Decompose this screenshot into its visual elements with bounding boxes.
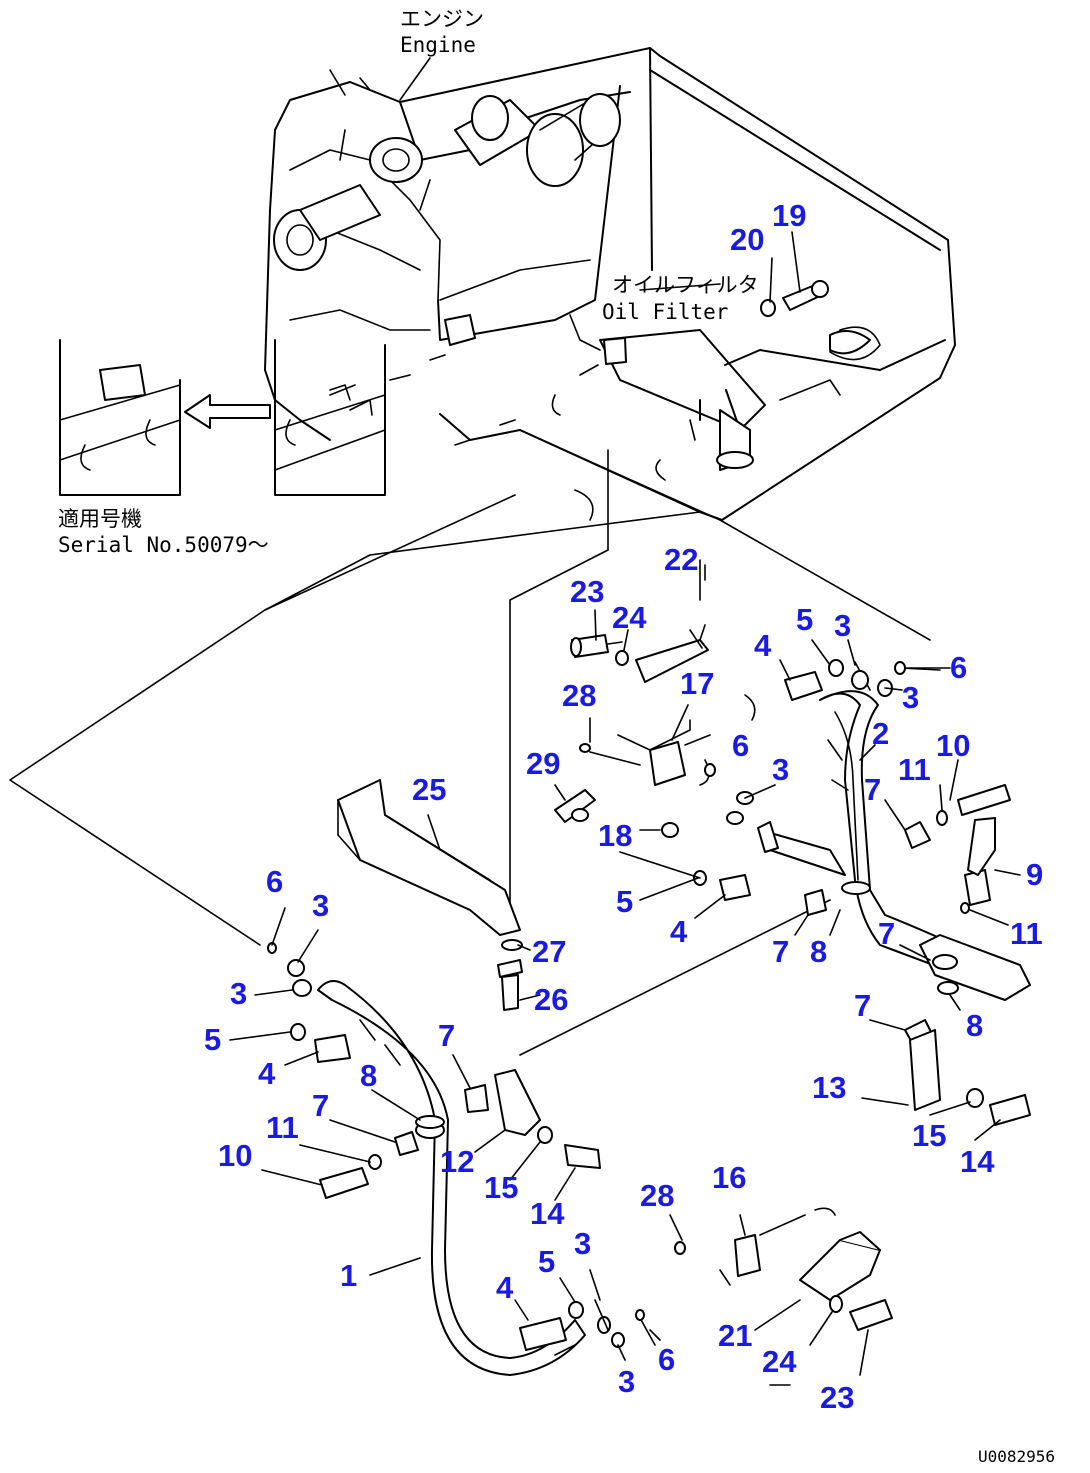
callout-4: 4 [670, 914, 688, 949]
callout-3: 3 [834, 608, 851, 643]
engine-label-jp: エンジン [400, 7, 484, 31]
callout-3: 3 [772, 752, 789, 787]
callout-7: 7 [438, 1018, 455, 1053]
callout-11: 11 [898, 752, 931, 787]
callout-23: 23 [570, 574, 604, 609]
engine-frame-drawing [264, 47, 956, 521]
callout-14: 14 [530, 1196, 565, 1231]
callout-25: 25 [412, 772, 446, 807]
callout-11: 11 [1010, 916, 1043, 951]
callout-4: 4 [258, 1056, 276, 1091]
bracket-16 [674, 1207, 893, 1386]
callout-7: 7 [854, 988, 871, 1023]
callout-20: 20 [730, 222, 764, 257]
callout-23: 23 [820, 1380, 854, 1415]
callout-numbers: 19 20 22 23 24 17 28 29 18 25 4 5 3 3 6 … [204, 198, 1043, 1415]
callout-17: 17 [680, 666, 714, 701]
text-labels: エンジン Engine オイルフィルタ Oil Filter 適用号機 Seri… [58, 7, 1055, 1466]
callout-1: 1 [340, 1258, 357, 1293]
callout-5: 5 [538, 1244, 555, 1279]
callout-28: 28 [562, 678, 596, 713]
callout-6: 6 [950, 650, 967, 685]
oil-filter-label-jp: オイルフィルタ [612, 273, 759, 297]
serial-inset [59, 339, 386, 496]
callout-24: 24 [612, 600, 647, 635]
callout-10: 10 [936, 728, 970, 763]
callout-15: 15 [912, 1118, 946, 1153]
reference-lines [9, 429, 931, 1056]
callout-5: 5 [204, 1022, 221, 1057]
callout-14: 14 [960, 1144, 995, 1179]
callout-13: 13 [812, 1070, 846, 1105]
callout-7: 7 [878, 916, 895, 951]
callout-7: 7 [772, 934, 789, 969]
callout-7: 7 [312, 1088, 329, 1123]
callout-15: 15 [484, 1170, 518, 1205]
callout-8: 8 [360, 1058, 377, 1093]
callout-21: 21 [718, 1318, 752, 1353]
callout-5: 5 [796, 602, 813, 637]
callout-19: 19 [772, 198, 806, 233]
callout-16: 16 [712, 1160, 746, 1195]
callout-24: 24 [762, 1344, 797, 1379]
callout-8: 8 [966, 1008, 983, 1043]
callout-6: 6 [658, 1342, 675, 1377]
hose-1 [267, 942, 656, 1376]
callout-4: 4 [496, 1270, 514, 1305]
hose-2 [619, 659, 1031, 1126]
callout-28: 28 [640, 1178, 674, 1213]
drawing-code: U0082956 [978, 1447, 1055, 1466]
callout-3: 3 [312, 888, 329, 923]
callout-5: 5 [616, 884, 633, 919]
callout-22: 22 [664, 542, 698, 577]
serial-label-en: Serial No.50079～ [58, 533, 269, 557]
callout-3: 3 [902, 680, 919, 715]
serial-label-jp: 適用号機 [58, 507, 142, 531]
callout-3: 3 [574, 1226, 591, 1261]
leader-lines [229, 231, 1021, 1376]
bracket-25 [337, 779, 523, 1011]
callout-3: 3 [618, 1364, 635, 1399]
callout-10: 10 [218, 1138, 252, 1173]
callout-6: 6 [732, 728, 749, 763]
callout-3: 3 [230, 976, 247, 1011]
callout-2: 2 [872, 716, 889, 751]
callout-9: 9 [1026, 857, 1043, 892]
callout-27: 27 [532, 934, 566, 969]
oil-filter-label-en: Oil Filter [602, 300, 728, 324]
callout-29: 29 [526, 746, 560, 781]
callout-18: 18 [598, 818, 632, 853]
callout-11: 11 [266, 1110, 299, 1145]
engine-label-en: Engine [400, 33, 476, 57]
callout-4: 4 [754, 628, 772, 663]
callout-7: 7 [864, 772, 881, 807]
callout-8: 8 [810, 934, 827, 969]
callout-12: 12 [440, 1144, 474, 1179]
bracket-22-17 [554, 624, 756, 838]
callout-6: 6 [266, 864, 283, 899]
callout-26: 26 [534, 982, 568, 1017]
